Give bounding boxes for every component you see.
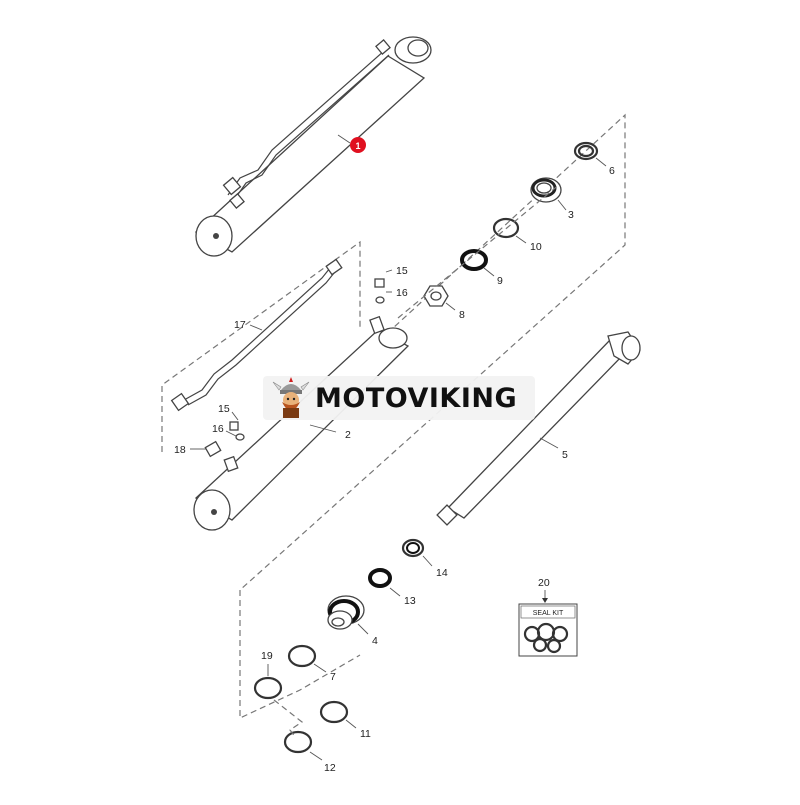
callout-10: 10: [530, 241, 542, 253]
ring-19-drawing: [253, 676, 283, 700]
callout-15-upper: 15: [396, 265, 408, 277]
callout-7: 7: [330, 671, 336, 683]
callout-4: 4: [372, 635, 378, 647]
callout-12: 12: [324, 762, 336, 774]
callout-14: 14: [436, 567, 448, 579]
ring-6-drawing: [573, 141, 599, 161]
brand-name: MOTOVIKING: [315, 382, 518, 414]
dashed-group-outline-top: [161, 240, 361, 452]
viking-mascot-icon: [272, 377, 310, 418]
ring-13-drawing: [368, 568, 392, 588]
piston-rod-drawing: [436, 331, 641, 526]
fitting-upper-drawing: [374, 278, 385, 304]
callout-15-lower: 15: [218, 403, 230, 415]
cylinder-assembly-drawing: [194, 36, 432, 257]
ring-7-drawing: [287, 644, 317, 668]
dashed-assembly-path-lower: [273, 699, 304, 739]
callout-6: 6: [609, 165, 615, 177]
callout-13: 13: [404, 595, 416, 607]
callout-1-badge: [350, 137, 366, 153]
hydraulic-tube-drawing: [170, 258, 343, 412]
callout-9: 9: [497, 275, 503, 287]
callout-16-lower: 16: [212, 423, 224, 435]
dashed-assembly-path-upper: [397, 183, 561, 319]
seal-kit-label: SEAL KIT: [533, 610, 564, 617]
callout-8: 8: [459, 309, 465, 321]
ring-12-drawing: [283, 730, 313, 754]
brand-watermark: MOTOVIKING: [263, 376, 535, 420]
barrel-drawing: [193, 315, 410, 531]
gland-3-drawing: [530, 177, 562, 203]
callout-5: 5: [562, 449, 568, 461]
nut-8-drawing: [423, 285, 449, 307]
fitting-lower-drawing: [204, 421, 245, 458]
callout-19: 19: [261, 650, 273, 662]
ring-14-drawing: [401, 538, 425, 558]
piston-4-drawing: [327, 595, 365, 630]
callout-20: 20: [538, 577, 550, 589]
seal-kit-box: SEAL KIT: [518, 603, 578, 657]
ring-11-drawing: [319, 700, 349, 724]
ring-9-drawing: [460, 249, 488, 271]
dashed-group-outline-bottom: [239, 590, 361, 719]
callout-3: 3: [568, 209, 574, 221]
callout-16-upper: 16: [396, 287, 408, 299]
ring-10-drawing: [492, 217, 520, 239]
callout-2: 2: [345, 429, 351, 441]
callout-11: 11: [360, 728, 371, 740]
callout-18: 18: [174, 444, 186, 456]
callout-17: 17: [234, 319, 246, 331]
callout-1: 1: [355, 141, 360, 151]
